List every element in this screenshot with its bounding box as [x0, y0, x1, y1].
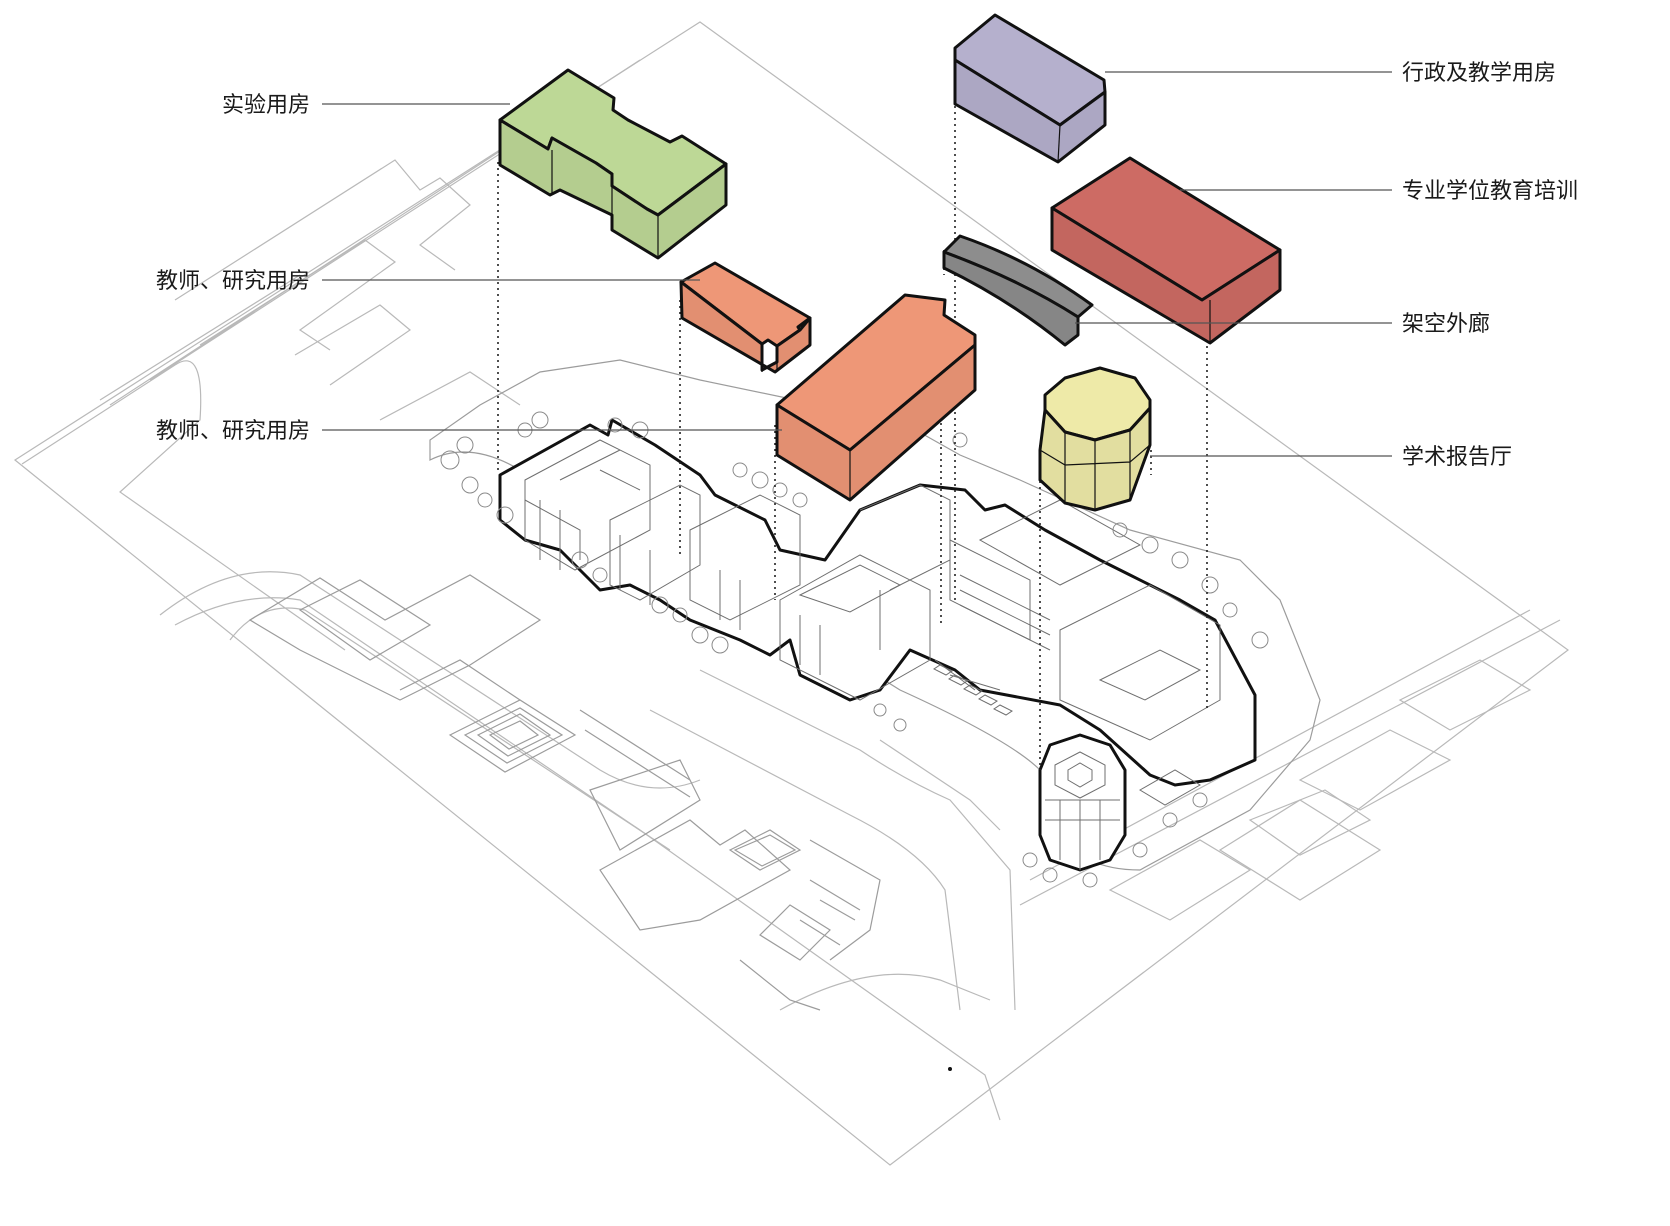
projection-lines — [497, 100, 1208, 770]
corridor-volume — [942, 234, 1094, 347]
lab-rooms-volume — [498, 68, 728, 260]
training-rooms-side — [1050, 206, 1282, 345]
teacher-rooms-small-volume — [679, 261, 812, 374]
label-corridor: 架空外廊 — [1402, 312, 1490, 337]
label-teacher-rooms-1: 教师、研究用房 — [156, 269, 310, 294]
auditorium-volume — [1038, 366, 1152, 512]
training-rooms-volume — [1050, 156, 1282, 345]
label-training-rooms: 专业学位教育培训 — [1402, 179, 1578, 204]
corridor-side — [942, 250, 1080, 347]
label-auditorium: 学术报告厅 — [1402, 445, 1512, 470]
teacher-rooms-large-volume — [775, 293, 977, 502]
campus-building-base — [429, 359, 1321, 888]
label-admin-rooms: 行政及教学用房 — [1402, 61, 1556, 86]
lab-rooms-side — [498, 118, 728, 260]
site-plan — [13, 21, 1570, 1166]
admin-rooms-volume — [953, 13, 1107, 164]
label-lab-rooms: 实验用房 — [222, 93, 310, 118]
leader-lines — [322, 71, 1392, 457]
label-teacher-rooms-2: 教师、研究用房 — [156, 419, 310, 444]
